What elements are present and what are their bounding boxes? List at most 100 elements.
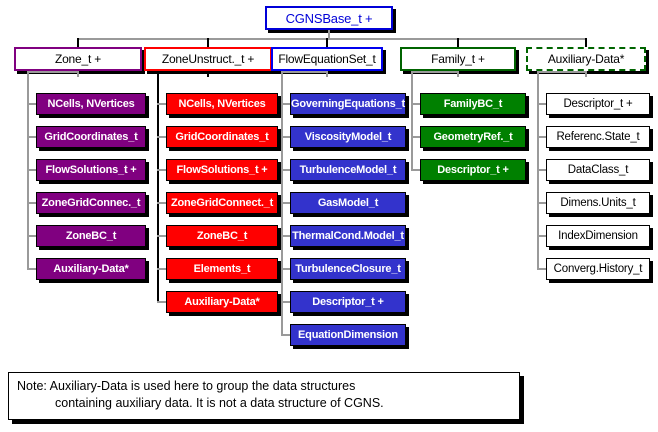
leaf-node-zone-1[interactable]: GridCoordinates_t	[36, 126, 149, 151]
leaf-node-floweqnset-6[interactable]: Descriptor_t +	[290, 291, 409, 316]
connector-line-horizontal	[27, 136, 36, 138]
leaf-node-family-2-label: Descriptor_t +	[420, 159, 526, 181]
connector-line-horizontal	[411, 169, 420, 171]
note-line-2: containing auxiliary data. It is not a d…	[55, 396, 384, 410]
connector-line-horizontal	[281, 169, 290, 171]
leaf-node-zoneunstruct-0[interactable]: NCells, NVertices	[166, 93, 281, 118]
leaf-node-floweqnset-2-label: TurbulenceModel_t	[290, 159, 406, 181]
leaf-node-auxdata-0[interactable]: Descriptor_t +	[546, 93, 653, 118]
leaf-node-zone-0[interactable]: NCells, NVertices	[36, 93, 149, 118]
note-line-1: Note: Auxiliary-Data is used here to gro…	[17, 379, 356, 393]
connector-line-vertical	[411, 71, 413, 170]
header-node-family[interactable]: Family_t +	[400, 47, 519, 74]
connector-line-horizontal	[411, 136, 420, 138]
leaf-node-zoneunstruct-6-label: Auxiliary-Data*	[166, 291, 278, 313]
connector-line-horizontal	[411, 103, 420, 105]
leaf-node-zoneunstruct-6[interactable]: Auxiliary-Data*	[166, 291, 281, 316]
leaf-node-zoneunstruct-2-label: FlowSolutions_t +	[166, 159, 278, 181]
leaf-node-family-2[interactable]: Descriptor_t +	[420, 159, 529, 184]
connector-line-horizontal	[537, 136, 546, 138]
root-node-cgnsbase-label: CGNSBase_t +	[265, 6, 393, 30]
header-node-zone[interactable]: Zone_t +	[14, 47, 145, 74]
leaf-node-family-0[interactable]: FamilyBC_t	[420, 93, 529, 118]
leaf-node-floweqnset-7-label: EquationDimension	[290, 324, 406, 346]
connector-line-horizontal	[27, 71, 78, 73]
leaf-node-zone-3[interactable]: ZoneGridConnec._t	[36, 192, 149, 217]
leaf-node-zoneunstruct-3-label: ZoneGridConnect._t	[166, 192, 278, 214]
header-node-zoneunstruct[interactable]: ZoneUnstruct._t +	[144, 47, 275, 74]
leaf-node-floweqnset-5[interactable]: TurbulenceClosure_t	[290, 258, 409, 283]
leaf-node-auxdata-4[interactable]: IndexDimension	[546, 225, 653, 250]
header-node-family-label: Family_t +	[400, 47, 516, 71]
leaf-node-zoneunstruct-1-label: GridCoordinates_t	[166, 126, 278, 148]
connector-line-horizontal	[281, 235, 290, 237]
leaf-node-zone-0-label: NCells, NVertices	[36, 93, 146, 115]
header-node-zoneunstruct-label: ZoneUnstruct._t +	[144, 47, 272, 71]
leaf-node-auxdata-3[interactable]: Dimens.Units_t	[546, 192, 653, 217]
leaf-node-floweqnset-7[interactable]: EquationDimension	[290, 324, 409, 349]
leaf-node-floweqnset-2[interactable]: TurbulenceModel_t	[290, 159, 409, 184]
connector-line-horizontal	[281, 136, 290, 138]
connector-line-horizontal	[537, 103, 546, 105]
header-node-floweqnset[interactable]: FlowEquationSet_t	[271, 47, 386, 74]
connector-line-horizontal	[281, 301, 290, 303]
connector-line-vertical	[207, 71, 209, 77]
connector-line-vertical	[207, 38, 209, 47]
leaf-node-zone-5[interactable]: Auxiliary-Data*	[36, 258, 149, 283]
leaf-node-zone-3-label: ZoneGridConnec._t	[36, 192, 146, 214]
connector-line-horizontal	[281, 202, 290, 204]
connector-line-vertical	[585, 38, 587, 47]
leaf-node-zoneunstruct-5[interactable]: Elements_t	[166, 258, 281, 283]
connector-line-horizontal	[78, 38, 586, 40]
leaf-node-zoneunstruct-5-label: Elements_t	[166, 258, 278, 280]
connector-line-horizontal	[27, 268, 36, 270]
header-node-auxdata[interactable]: Auxiliary-Data*	[526, 47, 649, 74]
connector-line-horizontal	[27, 169, 36, 171]
connector-line-horizontal	[281, 71, 327, 73]
leaf-node-floweqnset-1[interactable]: ViscosityModel_t	[290, 126, 409, 151]
connector-line-horizontal	[537, 235, 546, 237]
leaf-node-auxdata-5[interactable]: Converg.History_t	[546, 258, 653, 283]
connector-line-horizontal	[157, 169, 166, 171]
connector-line-horizontal	[157, 268, 166, 270]
leaf-node-floweqnset-0-label: GoverningEquations_t	[290, 93, 406, 115]
leaf-node-floweqnset-1-label: ViscosityModel_t	[290, 126, 406, 148]
header-node-auxdata-label: Auxiliary-Data*	[526, 47, 646, 71]
leaf-node-floweqnset-3[interactable]: GasModel_t	[290, 192, 409, 217]
leaf-node-auxdata-1[interactable]: Referenc.State_t	[546, 126, 653, 151]
connector-line-vertical	[457, 38, 459, 47]
connector-line-horizontal	[27, 103, 36, 105]
leaf-node-zoneunstruct-2[interactable]: FlowSolutions_t +	[166, 159, 281, 184]
note-box: Note: Auxiliary-Data is used here to gro…	[8, 372, 524, 424]
leaf-node-zone-4-label: ZoneBC_t	[36, 225, 146, 247]
leaf-node-zoneunstruct-3[interactable]: ZoneGridConnect._t	[166, 192, 281, 217]
leaf-node-auxdata-2[interactable]: DataClass_t	[546, 159, 653, 184]
connector-line-horizontal	[281, 334, 290, 336]
connector-line-horizontal	[537, 169, 546, 171]
leaf-node-floweqnset-6-label: Descriptor_t +	[290, 291, 406, 313]
root-node-cgnsbase[interactable]: CGNSBase_t +	[265, 6, 396, 33]
leaf-node-zoneunstruct-4[interactable]: ZoneBC_t	[166, 225, 281, 250]
connector-line-vertical	[326, 71, 328, 77]
leaf-node-zoneunstruct-0-label: NCells, NVertices	[166, 93, 278, 115]
connector-line-vertical	[326, 38, 328, 47]
connector-line-horizontal	[157, 202, 166, 204]
connector-line-vertical	[77, 38, 79, 47]
connector-line-horizontal	[157, 235, 166, 237]
connector-line-horizontal	[537, 71, 586, 73]
leaf-node-floweqnset-0[interactable]: GoverningEquations_t	[290, 93, 409, 118]
connector-line-vertical	[77, 71, 79, 77]
leaf-node-auxdata-4-label: IndexDimension	[546, 225, 650, 247]
header-node-floweqnset-label: FlowEquationSet_t	[271, 47, 383, 71]
leaf-node-auxdata-1-label: Referenc.State_t	[546, 126, 650, 148]
leaf-node-zoneunstruct-1[interactable]: GridCoordinates_t	[166, 126, 281, 151]
leaf-node-floweqnset-4[interactable]: ThermalCond.Model_t	[290, 225, 409, 250]
connector-line-horizontal	[411, 71, 458, 73]
connector-line-horizontal	[157, 301, 166, 303]
leaf-node-family-1[interactable]: GeometryRef._t	[420, 126, 529, 151]
connector-line-horizontal	[281, 268, 290, 270]
leaf-node-zone-4[interactable]: ZoneBC_t	[36, 225, 149, 250]
leaf-node-zoneunstruct-4-label: ZoneBC_t	[166, 225, 278, 247]
leaf-node-zone-2[interactable]: FlowSolutions_t +	[36, 159, 149, 184]
